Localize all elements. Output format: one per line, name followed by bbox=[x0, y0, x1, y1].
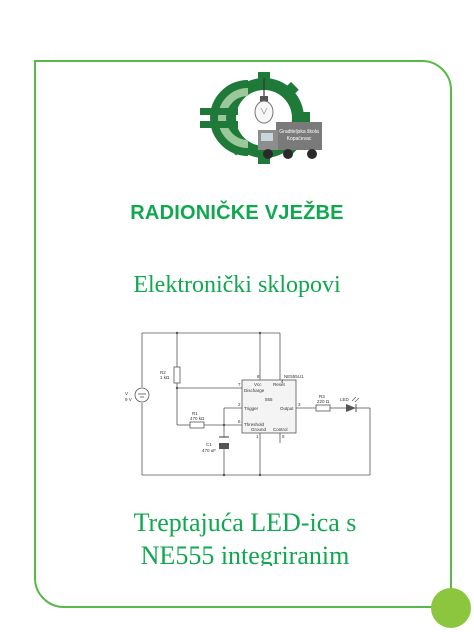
light-bulb-icon bbox=[254, 78, 274, 124]
ne555-chip: NE555 U1 555 Vcc Reset Discharge Trigger… bbox=[238, 374, 304, 439]
pin-trigger: Trigger bbox=[244, 406, 259, 411]
pin-number-discharge: 7 bbox=[238, 382, 241, 387]
pin-reset: Reset bbox=[273, 382, 286, 387]
pin-number-ground: 1 bbox=[256, 434, 259, 439]
document-title-line2: NE555 integriranim bbox=[140, 541, 350, 566]
r1-value: 470 kΩ bbox=[190, 416, 205, 421]
r1-ref: R1 bbox=[192, 411, 198, 416]
c1-value: 470 uF bbox=[202, 448, 216, 453]
truck-icon: Graditeljska škola Kopaćevac bbox=[258, 122, 322, 159]
pin-number-output: 3 bbox=[298, 402, 301, 407]
c1-ref: C1 bbox=[206, 442, 212, 447]
school-logo: Graditeljska škola Kopaćevac bbox=[200, 72, 322, 164]
circuit-diagram: V 9 V R2 1 kΩ R1 470 kΩ C1 470 uF NE555 … bbox=[125, 331, 371, 477]
pin-ground: Ground bbox=[251, 427, 267, 432]
pin-number-control: 5 bbox=[282, 434, 285, 439]
pin-control: Control bbox=[273, 427, 288, 432]
c1-capacitor: C1 470 uF bbox=[202, 436, 229, 453]
r2-ref: R2 bbox=[160, 370, 166, 375]
ic-center: 555 bbox=[265, 397, 273, 402]
pin-output: Output bbox=[280, 406, 294, 411]
corner-dot bbox=[431, 588, 471, 628]
logo-text-line1: Graditeljska škola bbox=[279, 129, 319, 135]
pin-threshold: Threshold bbox=[244, 422, 265, 427]
r3-value: 220 Ω bbox=[317, 399, 330, 404]
page-frame bbox=[34, 60, 452, 608]
document-title-line1: Treptajuća LED-ica s bbox=[133, 508, 357, 537]
r2-resistor bbox=[173, 366, 181, 384]
ic-ref: U1 bbox=[298, 374, 304, 379]
battery-value: 9 V bbox=[125, 397, 132, 402]
r2-value: 1 kΩ bbox=[160, 375, 170, 380]
battery-ref: V bbox=[125, 391, 128, 396]
ic-name: NE555 bbox=[284, 374, 298, 379]
pin-number-threshold: 6 bbox=[238, 419, 241, 424]
heading: RADIONIČKE VJEŽBE bbox=[130, 202, 344, 224]
euro-icon bbox=[200, 80, 249, 156]
pin-number-vcc: 8 bbox=[257, 374, 260, 379]
pin-discharge: Discharge bbox=[244, 388, 265, 393]
pin-vcc: Vcc bbox=[254, 382, 262, 387]
r1-resistor bbox=[189, 421, 205, 429]
led-symbol: LED bbox=[340, 396, 360, 412]
r3-ref: R3 bbox=[319, 394, 325, 399]
led-ref: LED bbox=[340, 397, 350, 402]
subject-title: Elektronički sklopovi bbox=[133, 272, 341, 298]
logo-text-line2: Kopaćevac bbox=[287, 136, 312, 142]
battery-symbol: V 9 V bbox=[125, 387, 150, 403]
pin-number-trigger: 2 bbox=[238, 402, 241, 407]
pin-number-reset: 4 bbox=[281, 379, 284, 384]
title-clip: Treptajuća LED-ica s NE555 integriranim bbox=[133, 508, 357, 566]
r3-resistor bbox=[315, 404, 331, 412]
